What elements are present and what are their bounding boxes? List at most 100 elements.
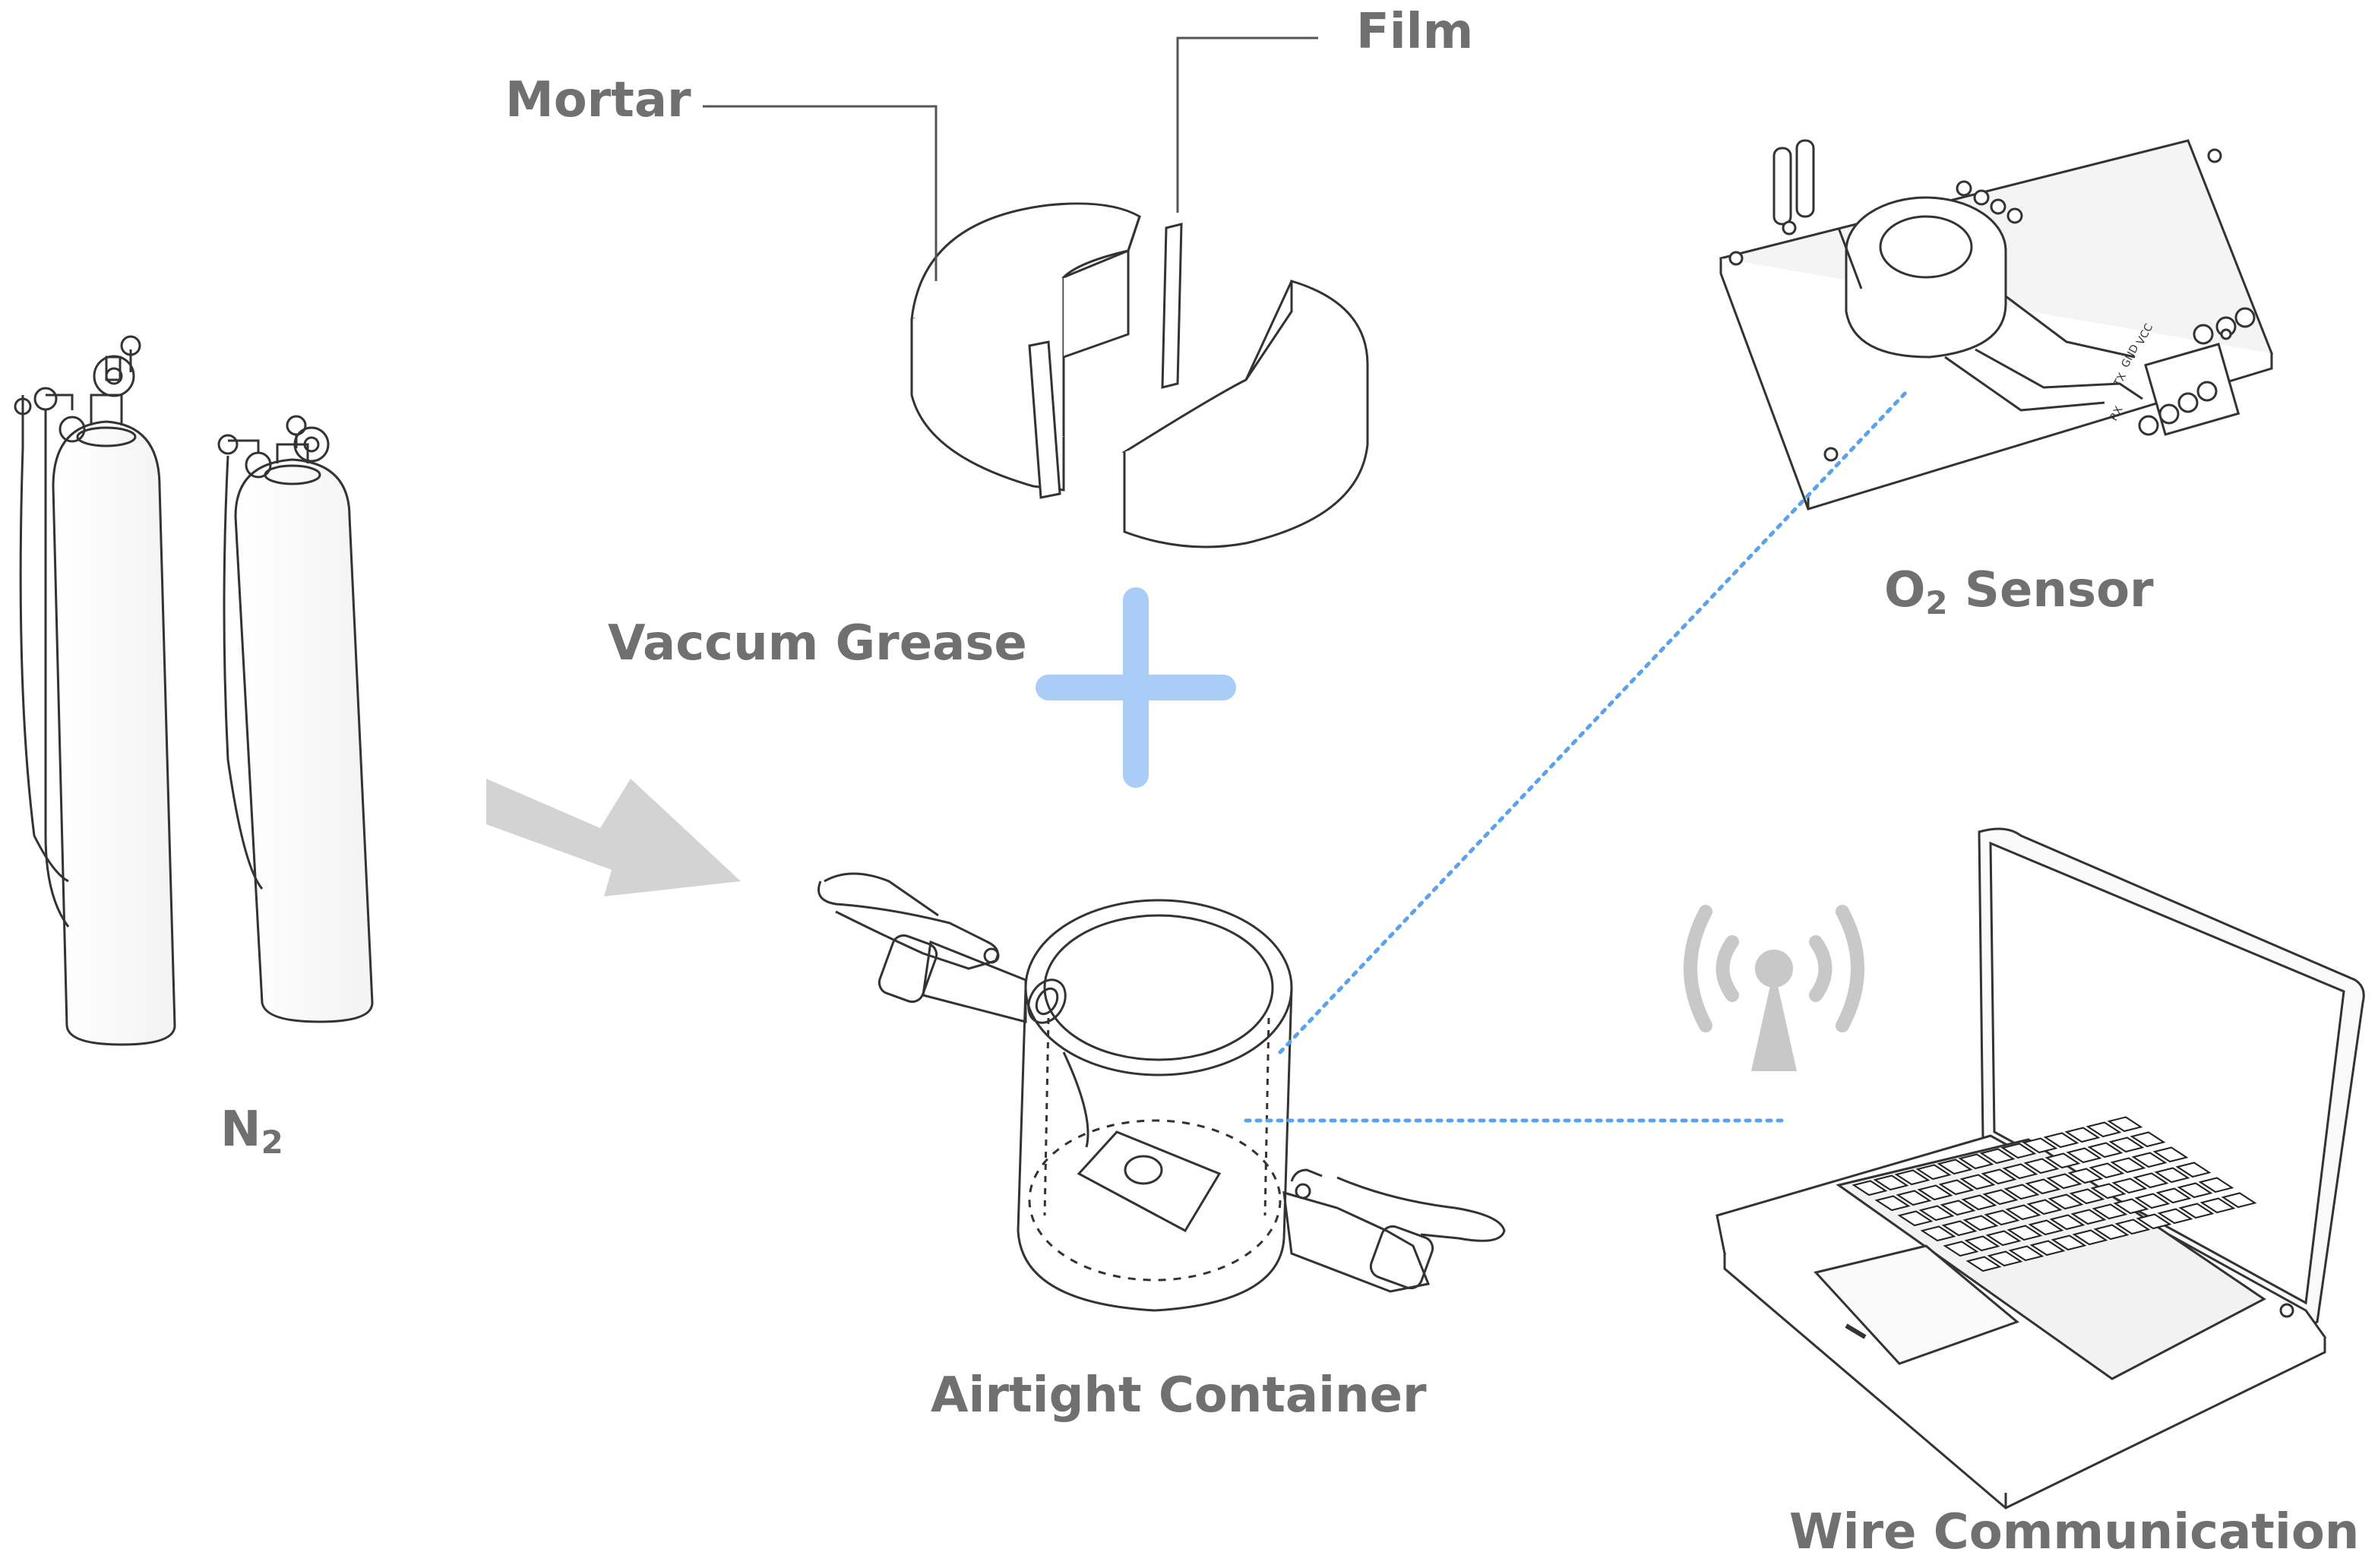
keyboard-key <box>2158 1189 2190 1203</box>
keyboard-key <box>2136 1194 2168 1209</box>
keyboard-key <box>2029 1200 2060 1215</box>
keyboard-key <box>1854 1181 1886 1196</box>
keyboard-key <box>1918 1165 1950 1180</box>
keyboard-key <box>2177 1163 2209 1178</box>
keyboard-key <box>1965 1216 1997 1231</box>
keyboard-key <box>1921 1206 1953 1221</box>
keyboard-key <box>2032 1241 2063 1256</box>
keyboard-key <box>2091 1164 2123 1178</box>
keyboard-key <box>2045 1133 2077 1148</box>
keyboard-key <box>1968 1257 2000 1272</box>
keyboard-key <box>2048 1174 2080 1189</box>
keyboard-key <box>2051 1216 2083 1230</box>
film-leader-line <box>1178 38 1318 213</box>
keyboard-key <box>1875 1176 1907 1190</box>
plus-icon <box>1048 600 1223 775</box>
keyboard-key <box>2132 1133 2164 1147</box>
keyboard-key <box>1962 1175 1994 1190</box>
keyboard-key <box>2070 1169 2101 1184</box>
keyboard-key <box>2138 1215 2170 1229</box>
n2-cylinder-left <box>15 337 175 1045</box>
keyboard-key <box>2068 1149 2100 1163</box>
keyboard-key <box>2202 1199 2234 1213</box>
o2-sensor-board <box>1721 141 2272 509</box>
keyboard-key <box>2155 1148 2187 1162</box>
keyboard-key <box>2117 1220 2149 1234</box>
laptop-keyboard-keys <box>1854 1118 2255 1272</box>
keyboard-key <box>1919 1186 1951 1200</box>
keyboard-key <box>2111 1138 2142 1152</box>
keyboard-key <box>2010 1247 2042 1261</box>
keyboard-key <box>2115 1200 2147 1214</box>
keyboard-key <box>2089 1143 2121 1158</box>
arrow-right-icon <box>486 779 741 896</box>
keyboard-key <box>2073 1210 2104 1225</box>
keyboard-key <box>1896 1171 1928 1185</box>
film-label: Film <box>1356 4 1474 60</box>
sensor-link-line <box>1280 391 1907 1052</box>
mortar-specimen <box>912 204 1368 547</box>
keyboard-key <box>2095 1225 2127 1240</box>
keyboard-key <box>2025 1159 2057 1174</box>
airtight-container-label: Airtight Container <box>931 1367 1427 1424</box>
keyboard-key <box>1981 1149 2013 1164</box>
keyboard-key <box>2067 1128 2098 1143</box>
keyboard-key <box>2094 1205 2126 1219</box>
mortar-label: Mortar <box>505 72 691 128</box>
laptop <box>1717 829 2364 1508</box>
wire-communication-label: Wire Communication <box>1789 1504 2360 1560</box>
keyboard-key <box>1939 1160 1971 1174</box>
wireless-signal-icon <box>1690 912 1858 1071</box>
keyboard-key <box>2133 1153 2165 1168</box>
keyboard-key <box>1877 1197 1908 1211</box>
keyboard-key <box>2030 1221 2062 1235</box>
keyboard-key <box>1898 1191 1930 1206</box>
keyboard-key <box>2088 1123 2120 1137</box>
keyboard-key <box>2092 1184 2124 1199</box>
keyboard-key <box>1983 1170 2015 1184</box>
keyboard-key <box>1922 1227 1954 1241</box>
keyboard-key <box>2004 1165 2036 1179</box>
n2-label-subscript: 2 <box>261 1124 283 1161</box>
keyboard-key <box>2050 1195 2082 1209</box>
keyboard-key <box>2009 1226 2041 1241</box>
keyboard-key <box>1899 1212 1931 1226</box>
keyboard-key <box>2112 1159 2144 1173</box>
o2-sensor-label-prefix: O <box>1884 562 1926 618</box>
keyboard-key <box>2180 1204 2212 1219</box>
keyboard-key <box>2156 1168 2188 1183</box>
airtight-container <box>819 874 1505 1310</box>
keyboard-key <box>2114 1179 2146 1193</box>
keyboard-key <box>1987 1231 2019 1246</box>
mortar-leader-line <box>703 106 936 281</box>
keyboard-key <box>2003 1144 2035 1159</box>
keyboard-key <box>1942 1201 1974 1216</box>
keyboard-key <box>1945 1242 1977 1257</box>
keyboard-key <box>2159 1209 2191 1224</box>
keyboard-key <box>1986 1211 2018 1225</box>
keyboard-key <box>2006 1185 2038 1200</box>
keyboard-key <box>1943 1222 1975 1236</box>
keyboard-key <box>1963 1196 1995 1210</box>
keyboard-key <box>2179 1184 2211 1198</box>
keyboard-key <box>2053 1236 2085 1250</box>
keyboard-key <box>1989 1252 2021 1266</box>
keyboard-key <box>1966 1237 1998 1251</box>
n2-gas-cylinders <box>15 337 372 1045</box>
n2-label-prefix: N <box>220 1102 261 1158</box>
keyboard-key <box>2071 1190 2103 1204</box>
keyboard-key <box>2200 1178 2232 1193</box>
keyboard-key <box>2024 1139 2056 1153</box>
keyboard-key <box>2109 1118 2141 1132</box>
keyboard-key <box>2007 1206 2039 1220</box>
dotted-link-lines <box>1246 391 1907 1121</box>
o2-sensor-label-subscript: 2 <box>1925 584 1948 621</box>
keyboard-key <box>1984 1190 2016 1205</box>
o2-sensor-label-suffix: Sensor <box>1947 562 2154 618</box>
keyboard-key <box>2223 1193 2255 1208</box>
keyboard-key <box>2074 1231 2106 1245</box>
keyboard-key <box>2047 1154 2079 1168</box>
keyboard-key <box>2027 1180 2059 1194</box>
n2-cylinder-right <box>219 416 372 1022</box>
